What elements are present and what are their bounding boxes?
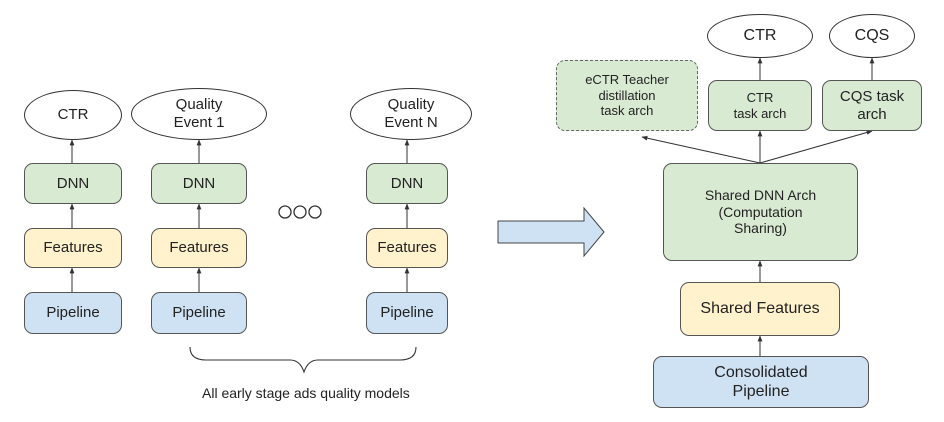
col1-features-box: Features — [24, 228, 122, 268]
ellipsis-dots — [278, 205, 322, 219]
col2-pipeline-box: Pipeline — [151, 292, 247, 334]
arrow-shareddnn-ectr — [641, 135, 761, 164]
col2-output-oval: Quality Event 1 — [131, 88, 267, 140]
col3-features-box: Features — [366, 228, 448, 268]
col2-dnn-box: DNN — [151, 163, 247, 204]
col1-pipeline-box: Pipeline — [24, 292, 122, 334]
ectr-teacher-task-box: eCTR Teacher distillation task arch — [556, 60, 698, 131]
ctr-task-box: CTR task arch — [708, 80, 812, 131]
col3-pipeline-box: Pipeline — [366, 292, 448, 334]
transform-arrow — [497, 206, 605, 258]
arrow-shareddnn-cqs-task — [759, 130, 873, 164]
ctr-output-oval: CTR — [707, 14, 813, 58]
shared-features-box: Shared Features — [680, 282, 840, 336]
col3-output-oval: Quality Event N — [350, 88, 472, 140]
col3-dnn-box: DNN — [366, 163, 448, 204]
consolidated-pipeline-box: Consolidated Pipeline — [653, 356, 869, 408]
col1-output-oval: CTR — [24, 90, 122, 140]
cqs-output-oval: CQS — [829, 14, 915, 58]
cqs-task-box: CQS task arch — [822, 80, 922, 131]
col2-features-box: Features — [151, 228, 247, 268]
shared-dnn-box: Shared DNN Arch (Computation Sharing) — [663, 163, 858, 261]
col1-dnn-box: DNN — [24, 163, 122, 204]
curly-brace — [189, 346, 417, 374]
left-caption: All early stage ads quality models — [202, 385, 410, 401]
